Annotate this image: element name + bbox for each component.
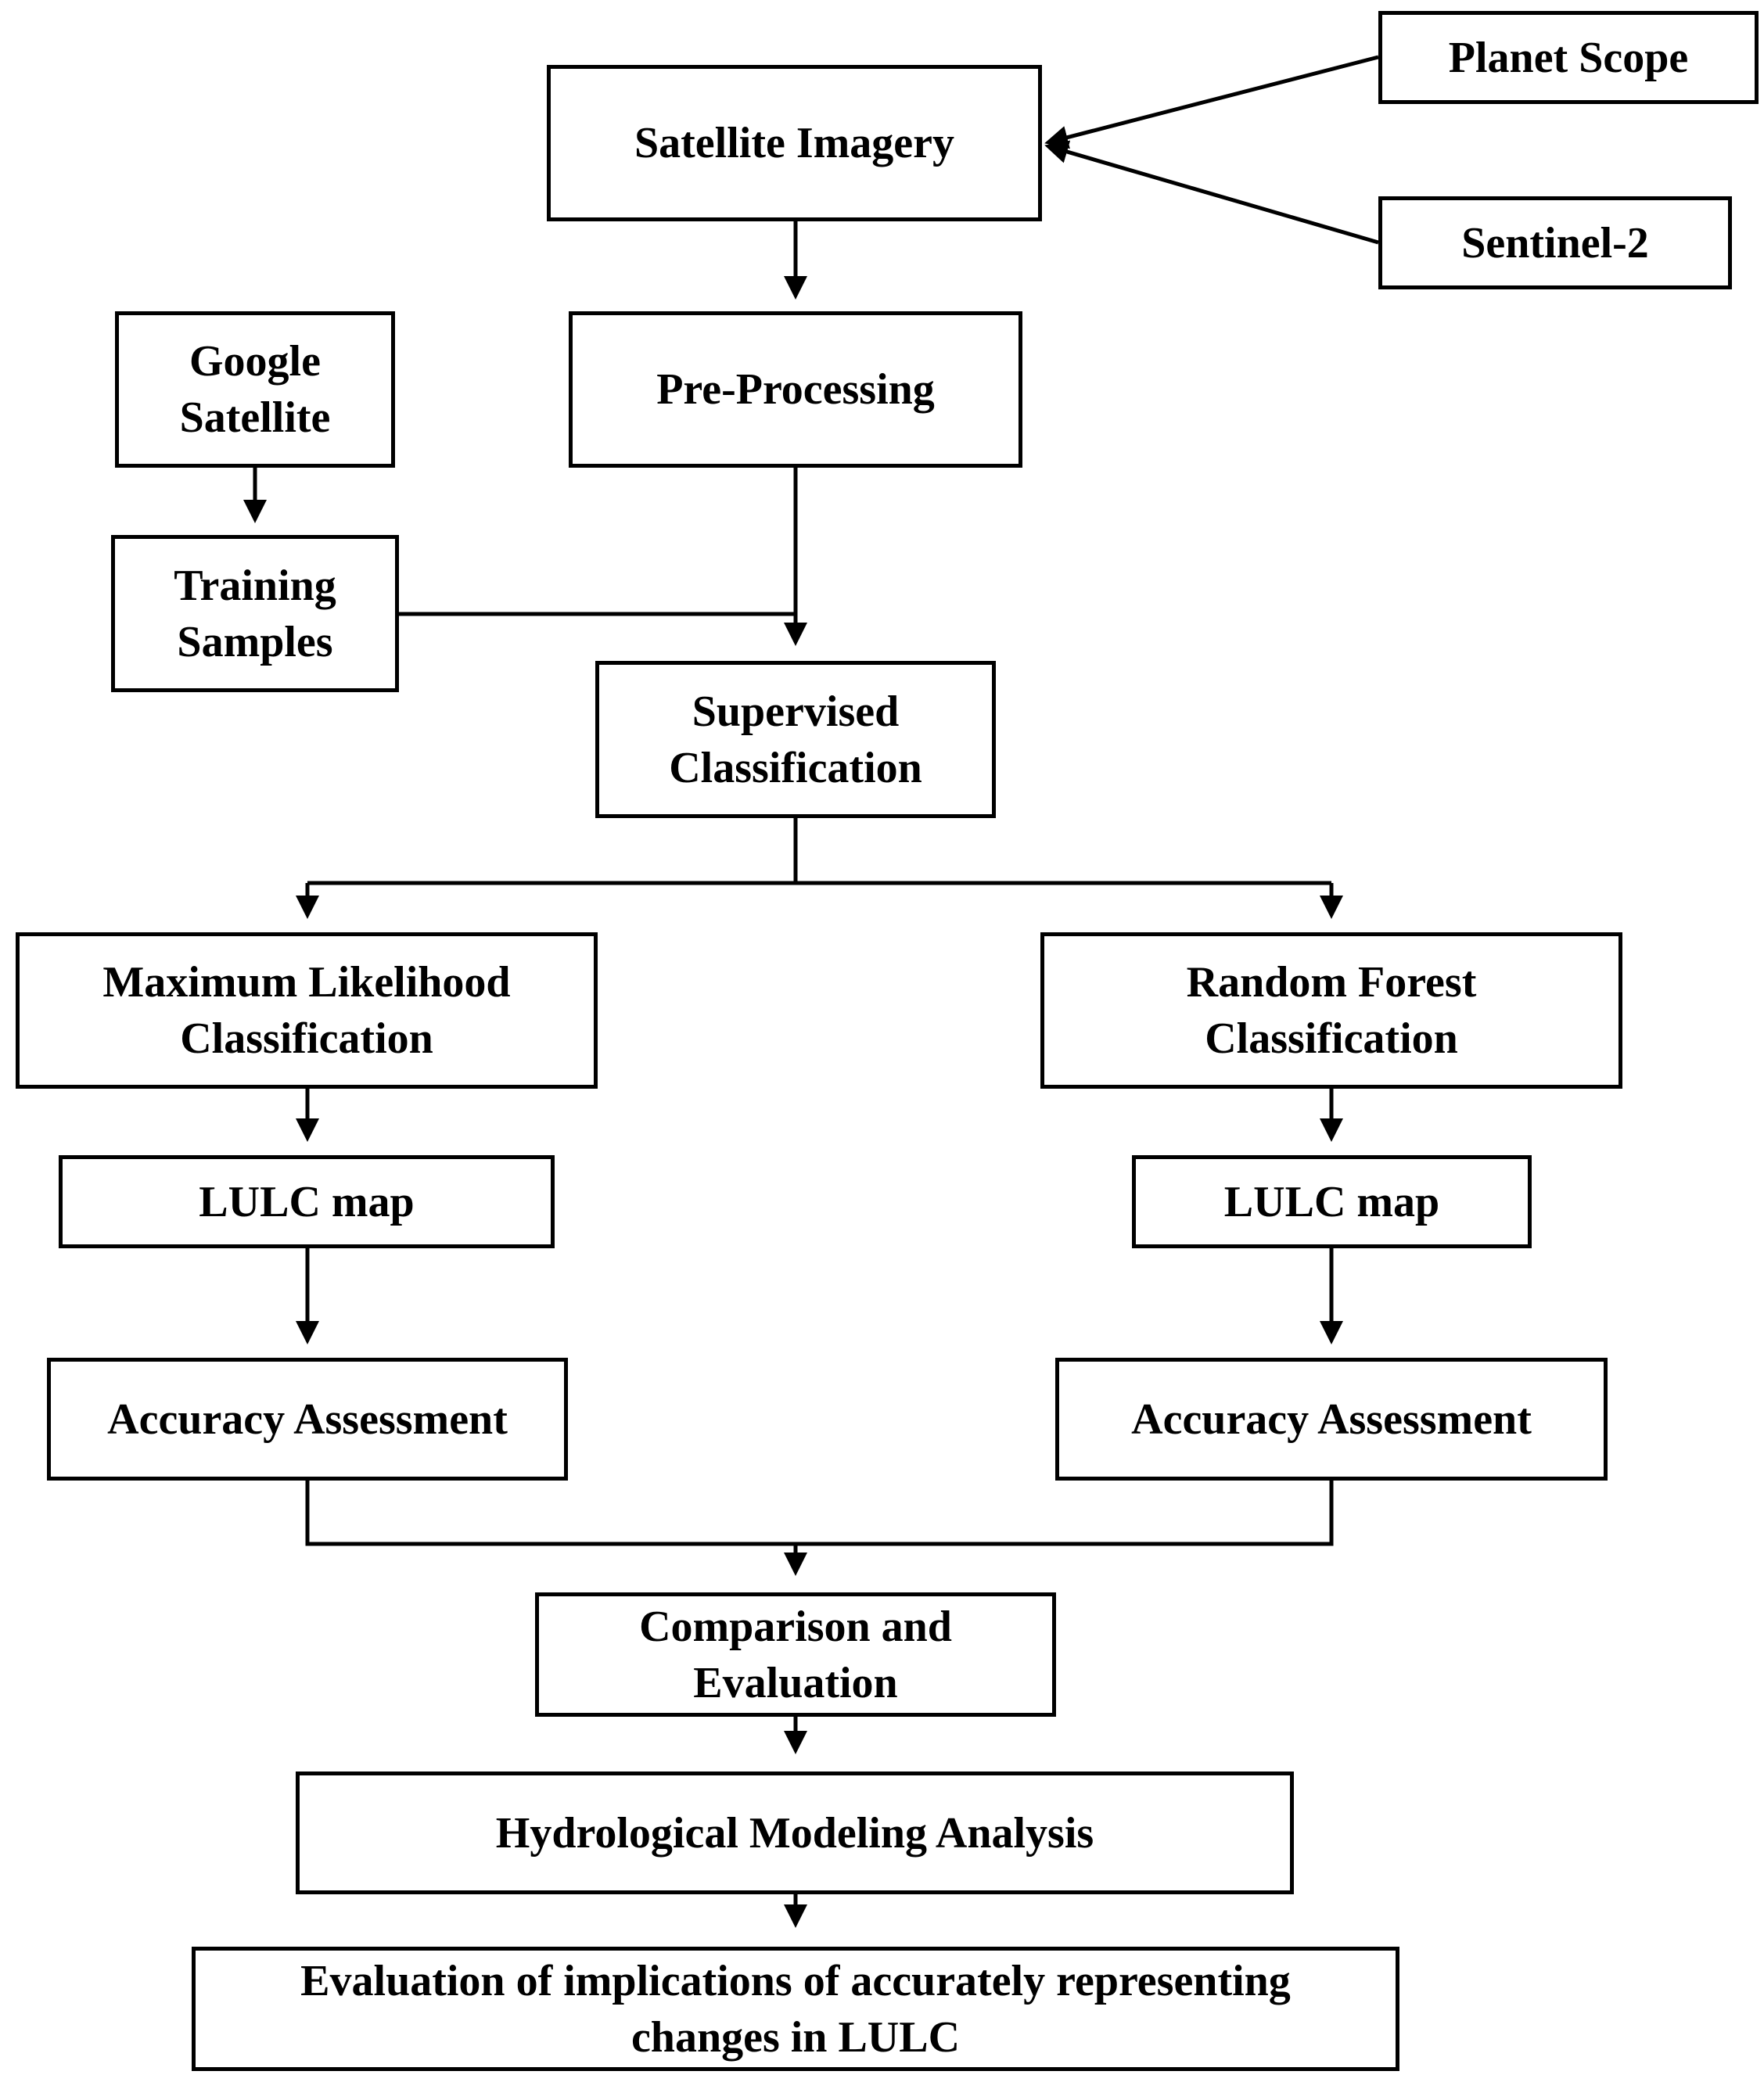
- node-supervised-classification: Supervised Classification: [595, 661, 996, 818]
- node-random-forest-classification-label: Random Forest Classification: [1186, 958, 1477, 1063]
- node-random-forest-classification: Random Forest Classification: [1040, 932, 1622, 1089]
- edge-supervised-to-split: [307, 818, 1331, 885]
- node-comparison-and-evaluation-label: Comparison and Evaluation: [639, 1602, 952, 1707]
- node-evaluation-of-implications: Evaluation of implications of accurately…: [192, 1947, 1399, 2071]
- node-accuracy-assessment-left-label: Accuracy Assessment: [107, 1395, 508, 1444]
- node-accuracy-assessment-left: Accuracy Assessment: [47, 1358, 568, 1481]
- node-evaluation-of-implications-label: Evaluation of implications of accurately…: [300, 1956, 1291, 2062]
- node-google-satellite: Google Satellite: [115, 311, 395, 468]
- node-maximum-likelihood-classification-label: Maximum Likelihood Classification: [102, 958, 511, 1063]
- node-lulc-map-left-label: LULC map: [199, 1177, 415, 1226]
- node-lulc-map-right: LULC map: [1132, 1155, 1532, 1248]
- node-pre-processing-label: Pre-Processing: [656, 365, 935, 414]
- edge-planet-scope-to-satellite-imagery: [1044, 55, 1379, 149]
- node-training-samples-label: Training Samples: [174, 561, 336, 666]
- node-sentinel-2: Sentinel-2: [1378, 196, 1732, 289]
- node-google-satellite-label: Google Satellite: [179, 337, 331, 442]
- node-maximum-likelihood-classification: Maximum Likelihood Classification: [16, 932, 598, 1089]
- node-satellite-imagery-label: Satellite Imagery: [634, 119, 954, 167]
- node-hydrological-modeling-analysis: Hydrological Modeling Analysis: [296, 1771, 1294, 1894]
- edge-sentinel-2-to-satellite-imagery: [1044, 140, 1379, 245]
- node-planet-scope-label: Planet Scope: [1448, 33, 1689, 82]
- node-pre-processing: Pre-Processing: [569, 311, 1022, 468]
- edge-accuracy-assessments-merge: [305, 1481, 1334, 1546]
- node-training-samples: Training Samples: [111, 535, 399, 692]
- node-lulc-map-right-label: LULC map: [1223, 1177, 1440, 1226]
- node-hydrological-modeling-analysis-label: Hydrological Modeling Analysis: [495, 1808, 1094, 1858]
- node-sentinel-2-label: Sentinel-2: [1461, 218, 1649, 267]
- node-accuracy-assessment-right: Accuracy Assessment: [1055, 1358, 1608, 1481]
- node-accuracy-assessment-right-label: Accuracy Assessment: [1131, 1395, 1532, 1444]
- node-comparison-and-evaluation: Comparison and Evaluation: [535, 1592, 1056, 1717]
- node-supervised-classification-label: Supervised Classification: [669, 687, 922, 792]
- node-planet-scope: Planet Scope: [1378, 11, 1759, 104]
- node-satellite-imagery: Satellite Imagery: [547, 65, 1042, 221]
- node-lulc-map-left: LULC map: [59, 1155, 555, 1248]
